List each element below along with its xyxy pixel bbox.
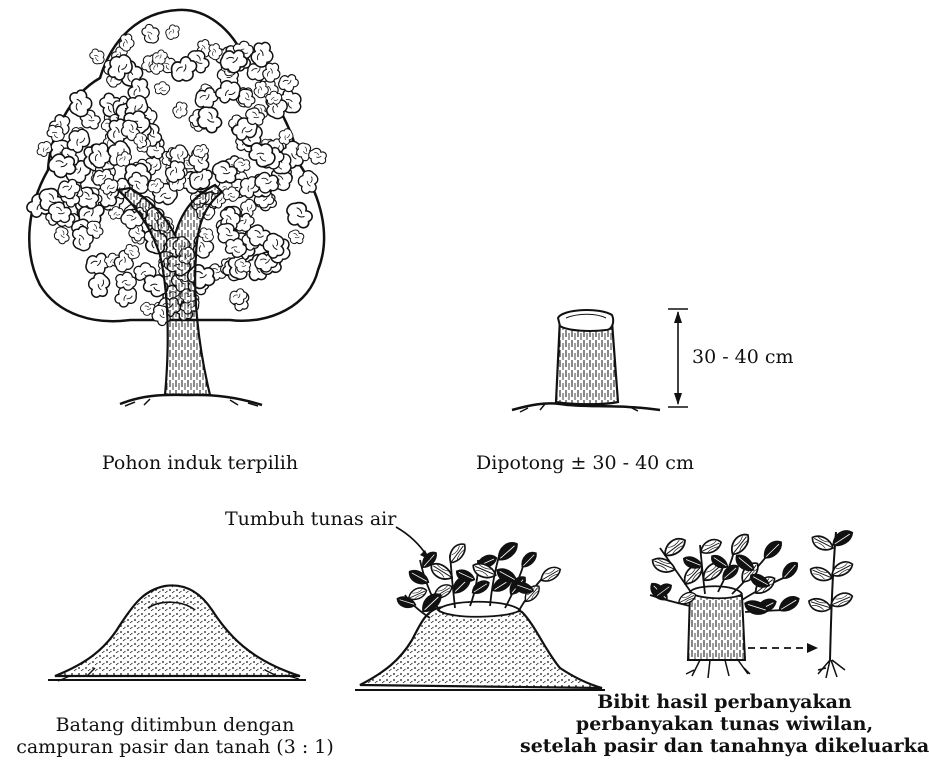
soil-mound [55, 585, 300, 676]
height-dimension-arrow [668, 309, 688, 407]
tunas-pointer-arrow [396, 527, 427, 556]
height-dimension-label: 30 - 40 cm [692, 346, 794, 368]
separated-stump [688, 592, 745, 660]
covered-stump-mound-illustration [48, 585, 306, 681]
callout-water-shoots: Tumbuh tunas air [225, 508, 396, 530]
mother-tree-illustration [23, 10, 329, 406]
caption-covered-line-2: campuran pasir dan tanah (3 : 1) [10, 736, 340, 758]
caption-seedling-line-1: Bibit hasil perbanyakan [520, 691, 929, 713]
caption-cut-stump: Dipotong ± 30 - 40 cm [450, 452, 720, 474]
sprouting-stump-illustration [355, 527, 605, 690]
caption-mother-tree: Pohon induk terpilih [60, 452, 340, 474]
tree-ground [120, 395, 262, 405]
stump-cut-surface [558, 310, 613, 331]
separated-seedling [807, 527, 855, 678]
caption-seedling-line-3: setelah pasir dan tanahnya dikeluarkan [520, 735, 929, 757]
caption-seedling-line-2: perbanyakan tunas wiwilan, [520, 713, 929, 735]
cut-stump-illustration [512, 310, 660, 412]
seedling-result-illustration [647, 527, 855, 678]
caption-covered-line-1: Batang ditimbun dengan [10, 714, 340, 736]
caption-covered-stump: Batang ditimbun dengan campuran pasir da… [10, 714, 340, 758]
caption-seedling-result: Bibit hasil perbanyakan perbanyakan tuna… [520, 691, 929, 757]
stump-roots [686, 660, 750, 678]
